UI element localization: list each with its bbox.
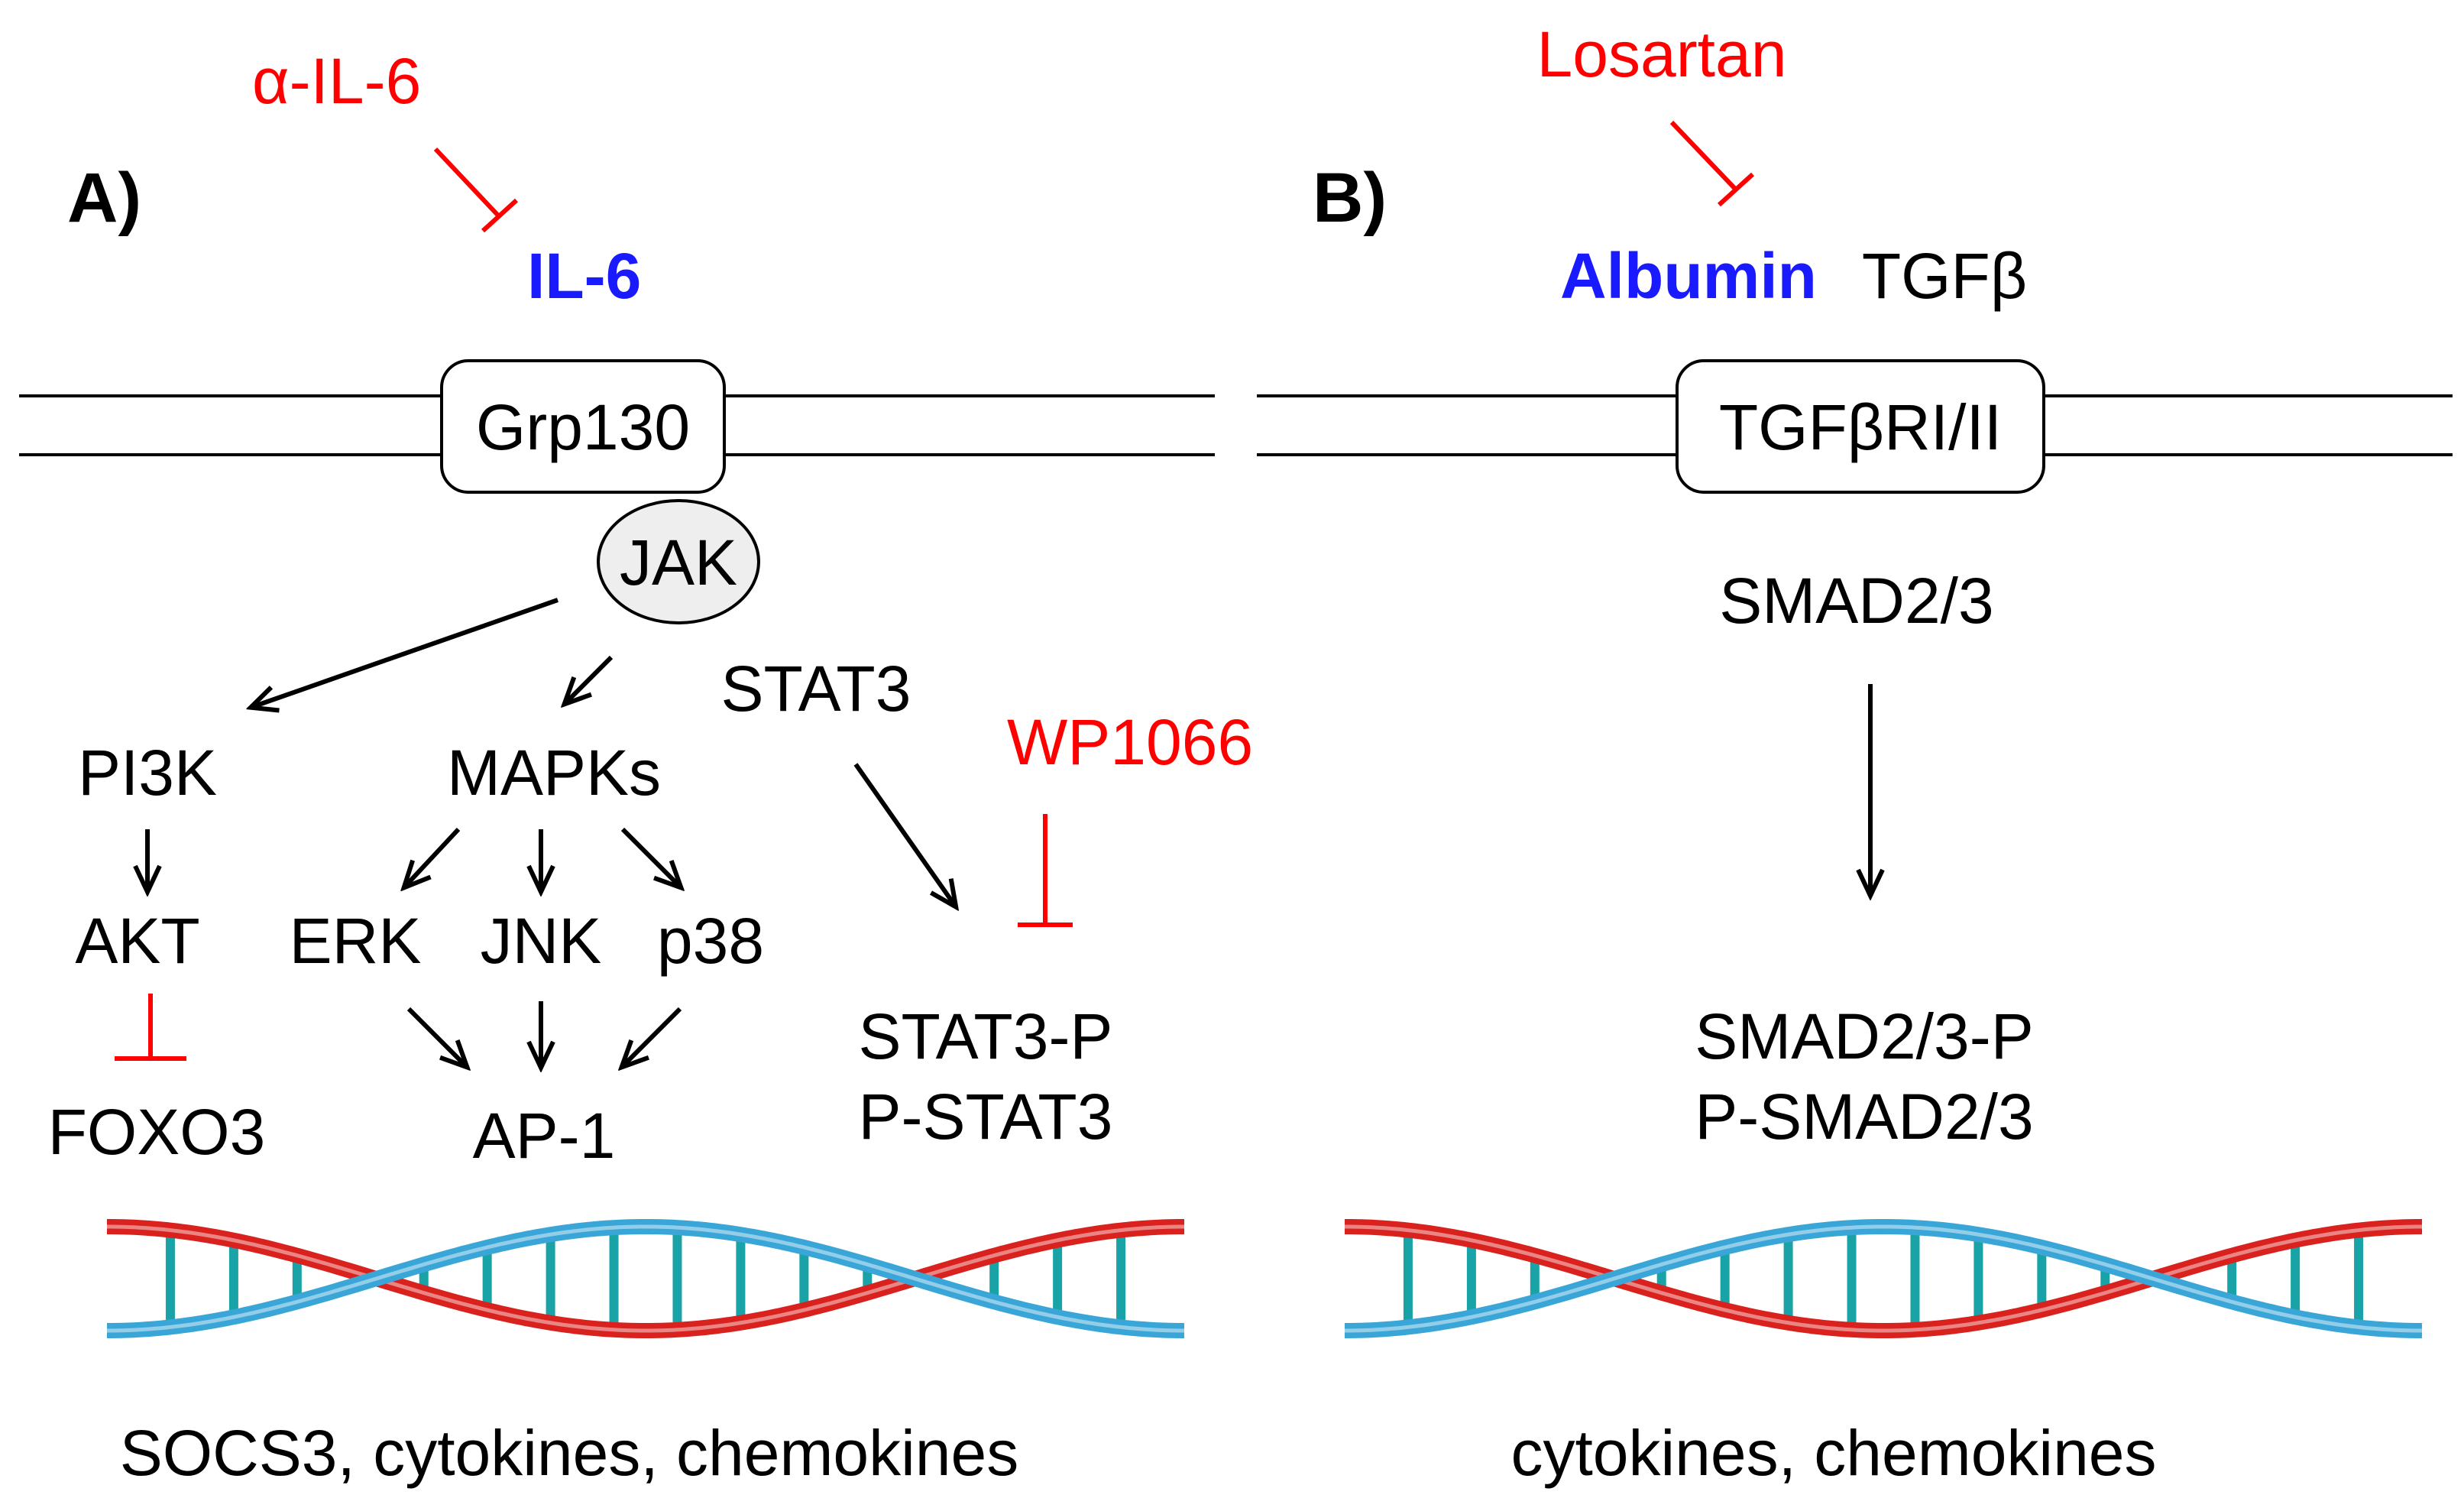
arrow-stat3-stat3p [853,763,955,906]
mapks-label: MAPKs [447,737,661,809]
panel-a-label: A) [67,159,141,237]
wp1066-label: WP1066 [1007,706,1253,778]
dna-helix-b [1345,1219,2422,1338]
arrow-mapks-p38 [620,827,680,887]
grp130-label: Grp130 [476,391,690,463]
ap1-label: AP-1 [473,1100,616,1172]
tgfbr-receptor-box [1676,359,2045,494]
stat3p-label: STAT3-P [859,1000,1113,1072]
arrow-erk-ap1 [406,1007,466,1066]
losartan-inhibition-line [1669,120,1738,192]
jak-ellipse [597,499,760,624]
stat3-label: STAT3 [721,653,911,725]
dna-strand-blue [1345,1219,2422,1338]
tgfbr-label: TGFβRI/II [1719,391,2002,463]
arrow-jak-pi3k [252,598,559,707]
dna-strand-blue [107,1219,1184,1338]
arrow-jak-mapks [565,655,614,703]
psmad23-label: P-SMAD2/3 [1695,1081,2033,1153]
smad23p-label: SMAD2/3-P [1695,1000,2033,1072]
panel-b-label: B) [1313,159,1387,237]
dna-helix-a [107,1219,1184,1338]
grp130-receptor-box [440,359,726,494]
losartan-label: Losartan [1537,18,1787,90]
dna-strand-red-highlight [1345,1224,2422,1333]
akt-label: AKT [75,905,199,977]
pstat3-label: P-STAT3 [859,1081,1113,1153]
dna-strand-red [107,1219,1184,1338]
alpha-il6-inhibition-line [433,147,503,220]
erk-label: ERK [290,905,422,977]
dna-strand-red [1345,1219,2422,1338]
foxo3-label: FOXO3 [48,1096,266,1168]
il6-ligand: IL-6 [527,240,641,312]
alpha-il6-inhibition-bar [481,198,519,233]
arrow-p38-ap1 [623,1007,682,1066]
panel-b-outputs: cytokines, chemokines [1510,1417,2156,1489]
losartan-inhibition-bar [1717,172,1755,207]
jak-label: JAK [620,527,737,598]
alpha-il6-label: α-IL-6 [252,45,421,117]
dna-strand-red-highlight [107,1224,1184,1333]
smad23-label: SMAD2/3 [1719,565,1993,637]
arrow-mapks-erk [405,827,461,887]
albumin-ligand: Albumin [1560,240,1817,312]
dna-strand-blue-highlight [107,1224,1184,1333]
tgfb-ligand: TGFβ [1862,240,2027,312]
dna-strand-blue-highlight [1345,1224,2422,1333]
pi3k-label: PI3K [78,737,217,809]
jnk-label: JNK [481,905,602,977]
panel-a-outputs: SOCS3, cytokines, chemokines [120,1417,1019,1489]
p38-label: p38 [657,905,764,977]
